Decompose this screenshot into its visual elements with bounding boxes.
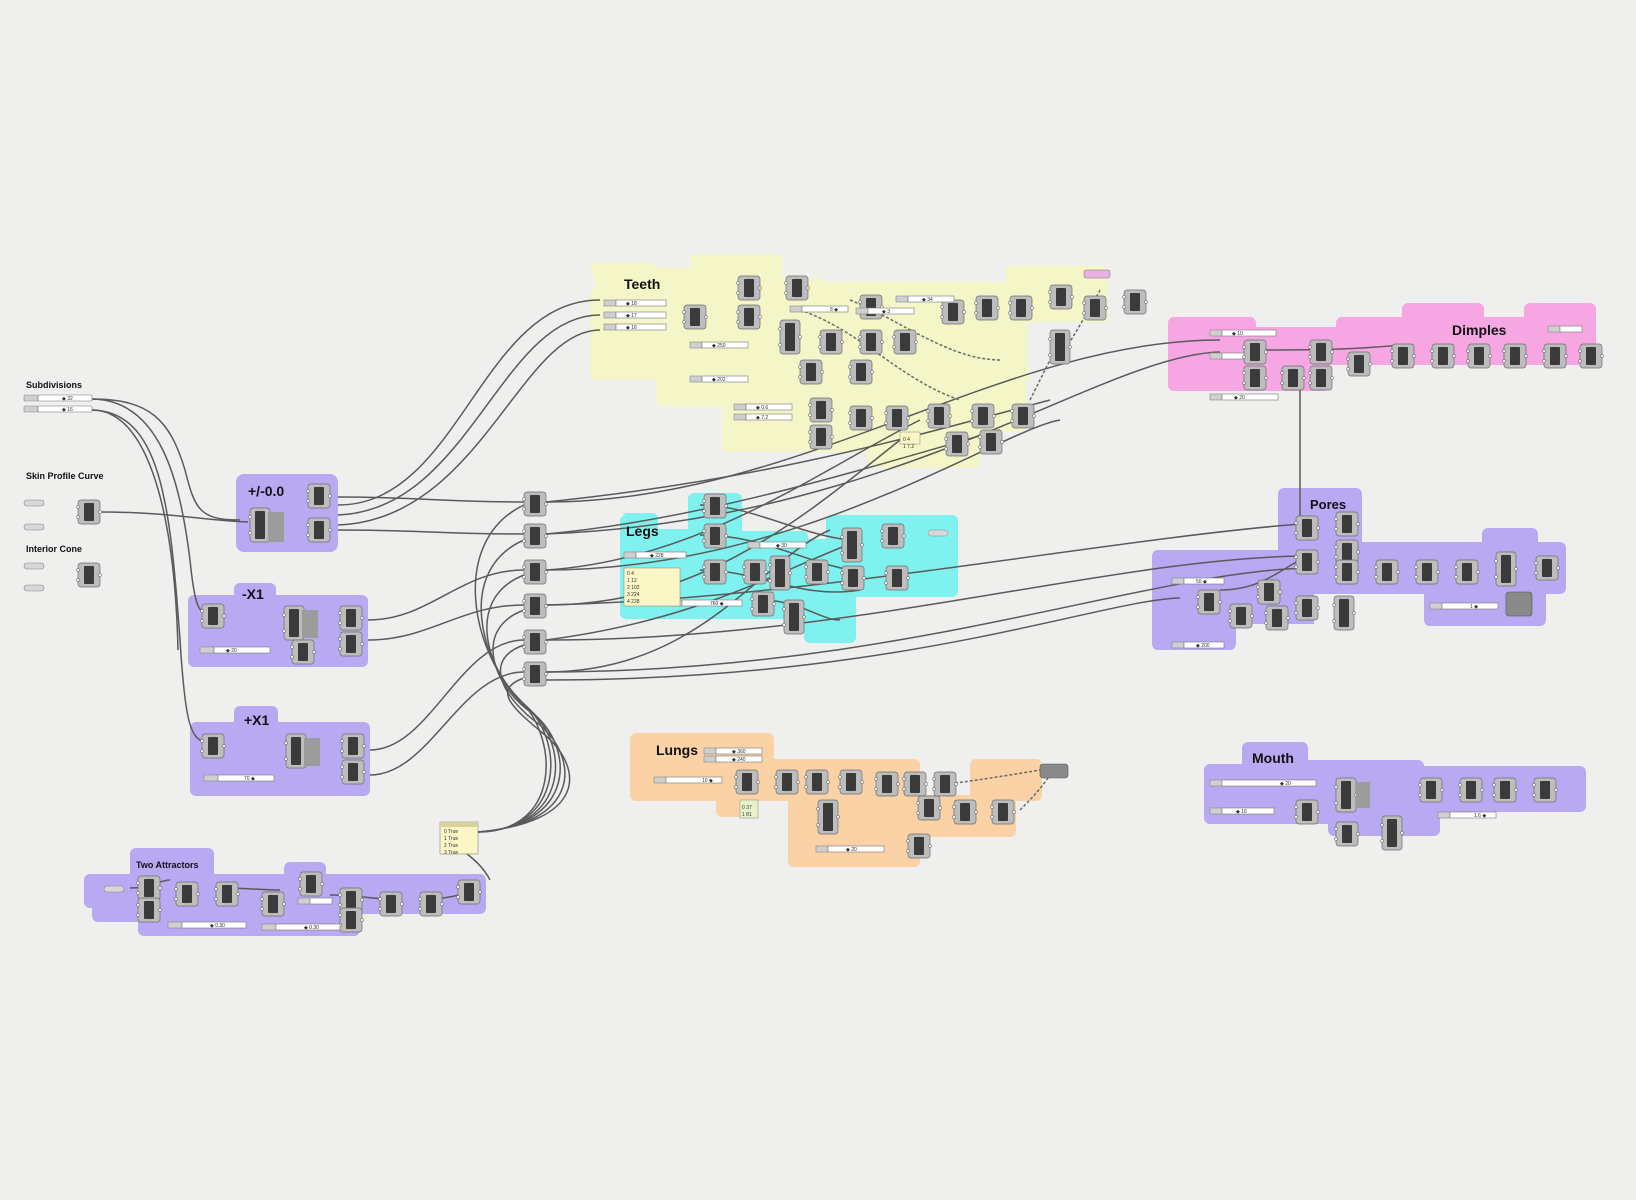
group-plus-x1[interactable] bbox=[190, 706, 370, 796]
slider-value: 50 ◆ bbox=[1196, 579, 1207, 585]
slider-value: 760 ◆ bbox=[710, 601, 724, 607]
group-title-mouth: Mouth bbox=[1252, 750, 1294, 766]
slider-value: ◆ 18 bbox=[626, 301, 637, 307]
legs-components[interactable]: ◆ 228 ◆ 30 760 ◆ 0 4 1 12 2 102 3 224 4 … bbox=[623, 493, 949, 635]
slider-value: ◆ 16 bbox=[1236, 809, 1247, 815]
teeth-components[interactable]: ◆ 18 ◆ 17 ◆ 16 ◆ 250 bbox=[603, 269, 1149, 457]
slider-value: ◆ 0.30 bbox=[304, 925, 319, 931]
subdivisions-input[interactable]: Subdivisions ◆ 32 ◆ 16 bbox=[23, 380, 93, 413]
slider-value: ◆ 20 bbox=[226, 648, 237, 654]
group-pores[interactable] bbox=[1152, 488, 1566, 650]
panel-line: 0 True bbox=[444, 829, 458, 835]
slider-value: 8 ◆ bbox=[830, 307, 838, 313]
slider-value: ◆ 0.6 bbox=[756, 405, 768, 411]
group-minus-x1[interactable] bbox=[188, 583, 368, 667]
slider-value: ◆ 20 bbox=[846, 847, 857, 853]
slider-value: ◆ 16 bbox=[62, 407, 73, 413]
group-title-plus-minus: +/-0.0 bbox=[248, 483, 284, 499]
slider-value: ◆ 250 bbox=[712, 343, 726, 349]
slider-value: ◆ 20 bbox=[1234, 395, 1245, 401]
curve-centro-column[interactable] bbox=[521, 491, 549, 687]
skin-profile-curve-label: Skin Profile Curve bbox=[26, 471, 104, 481]
slider-value: ◆ 16 bbox=[626, 325, 637, 331]
slider-value: ◆ 10 bbox=[1232, 331, 1243, 337]
group-teeth[interactable] bbox=[590, 254, 1108, 468]
slider-value: 1 ◆ bbox=[1470, 604, 1478, 610]
skin-profile-curve-input[interactable]: Skin Profile Curve bbox=[23, 471, 104, 531]
slider-value: ◆ 32 bbox=[62, 396, 73, 402]
slider-value: ◆ 228 bbox=[650, 553, 664, 559]
group-title-teeth: Teeth bbox=[624, 276, 660, 292]
group-title-legs: Legs bbox=[626, 523, 659, 539]
panel-line: 1 True bbox=[444, 836, 458, 842]
slider-value: ◆ 3 bbox=[882, 309, 890, 315]
panel-line: 2 True bbox=[444, 843, 458, 849]
slider-value: ◆ 20 bbox=[1280, 781, 1291, 787]
slider-value: ◆ 240 bbox=[732, 757, 746, 763]
group-title-lungs: Lungs bbox=[656, 742, 698, 758]
slider-value: ◆ 360 bbox=[732, 749, 746, 755]
panel-line: 0 4 bbox=[903, 437, 910, 443]
minus-x1-components[interactable]: ◆ 20 bbox=[199, 603, 365, 665]
group-title-dimples: Dimples bbox=[1452, 322, 1507, 338]
group-title-pores: Pores bbox=[1310, 497, 1346, 512]
slider-value: ◆ 200 bbox=[1196, 643, 1210, 649]
subdivisions-label: Subdivisions bbox=[26, 380, 82, 390]
slider-value: ◆ 30 bbox=[776, 543, 787, 549]
lungs-components[interactable]: ◆ 360 ◆ 240 10 ◆ ◆ 20 0 37 1 81 bbox=[653, 747, 1069, 859]
group-title-two-attractors: Two Attractors bbox=[136, 860, 199, 870]
slider-value: ◆ 7.2 bbox=[756, 415, 768, 421]
panel-line: 0 37 bbox=[742, 805, 752, 811]
group-title-minus-x1: -X1 bbox=[242, 586, 264, 602]
two-attractors-components[interactable]: ◆ 0.30 ◆ 0.30 bbox=[103, 871, 483, 933]
slider-value: ◆ 17 bbox=[626, 313, 637, 319]
slider-value: ◆ 202 bbox=[712, 377, 726, 383]
mouth-components[interactable]: ◆ 20 ◆ 16 1.6 ◆ bbox=[1209, 777, 1559, 851]
boolean-panel[interactable]: 0 True 1 True 2 True 3 True bbox=[439, 821, 479, 856]
slider-value: 10 ◆ bbox=[702, 778, 713, 784]
dimples-components[interactable]: ◆ 10 ◆ 20 bbox=[1209, 325, 1605, 401]
panel-line: 1 81 bbox=[742, 812, 752, 818]
interior-cone-label: Interior Cone bbox=[26, 544, 82, 554]
plus-minus-components[interactable] bbox=[247, 483, 333, 543]
panel-line: 3 True bbox=[444, 850, 458, 856]
group-title-plus-x1: +X1 bbox=[244, 712, 270, 728]
panel-line: 1 7.2 bbox=[903, 444, 914, 450]
panel-line: 2 102 bbox=[627, 585, 640, 591]
panel-line: 0 4 bbox=[627, 571, 634, 577]
plus-x1-components[interactable]: 70 ◆ bbox=[199, 733, 367, 785]
slider-value: ◆ 34 bbox=[922, 297, 933, 303]
pores-components[interactable]: 50 ◆ ◆ 200 1 ◆ bbox=[1171, 511, 1561, 649]
slider-value: ◆ 0.30 bbox=[210, 923, 225, 929]
panel-line: 1 12 bbox=[627, 578, 637, 584]
panel-line: 4 228 bbox=[627, 599, 640, 605]
interior-cone-input[interactable]: Interior Cone bbox=[23, 544, 103, 592]
slider-value: 1.6 ◆ bbox=[1474, 813, 1486, 819]
slider-value: 70 ◆ bbox=[244, 776, 255, 782]
panel-line: 3 224 bbox=[627, 592, 640, 598]
